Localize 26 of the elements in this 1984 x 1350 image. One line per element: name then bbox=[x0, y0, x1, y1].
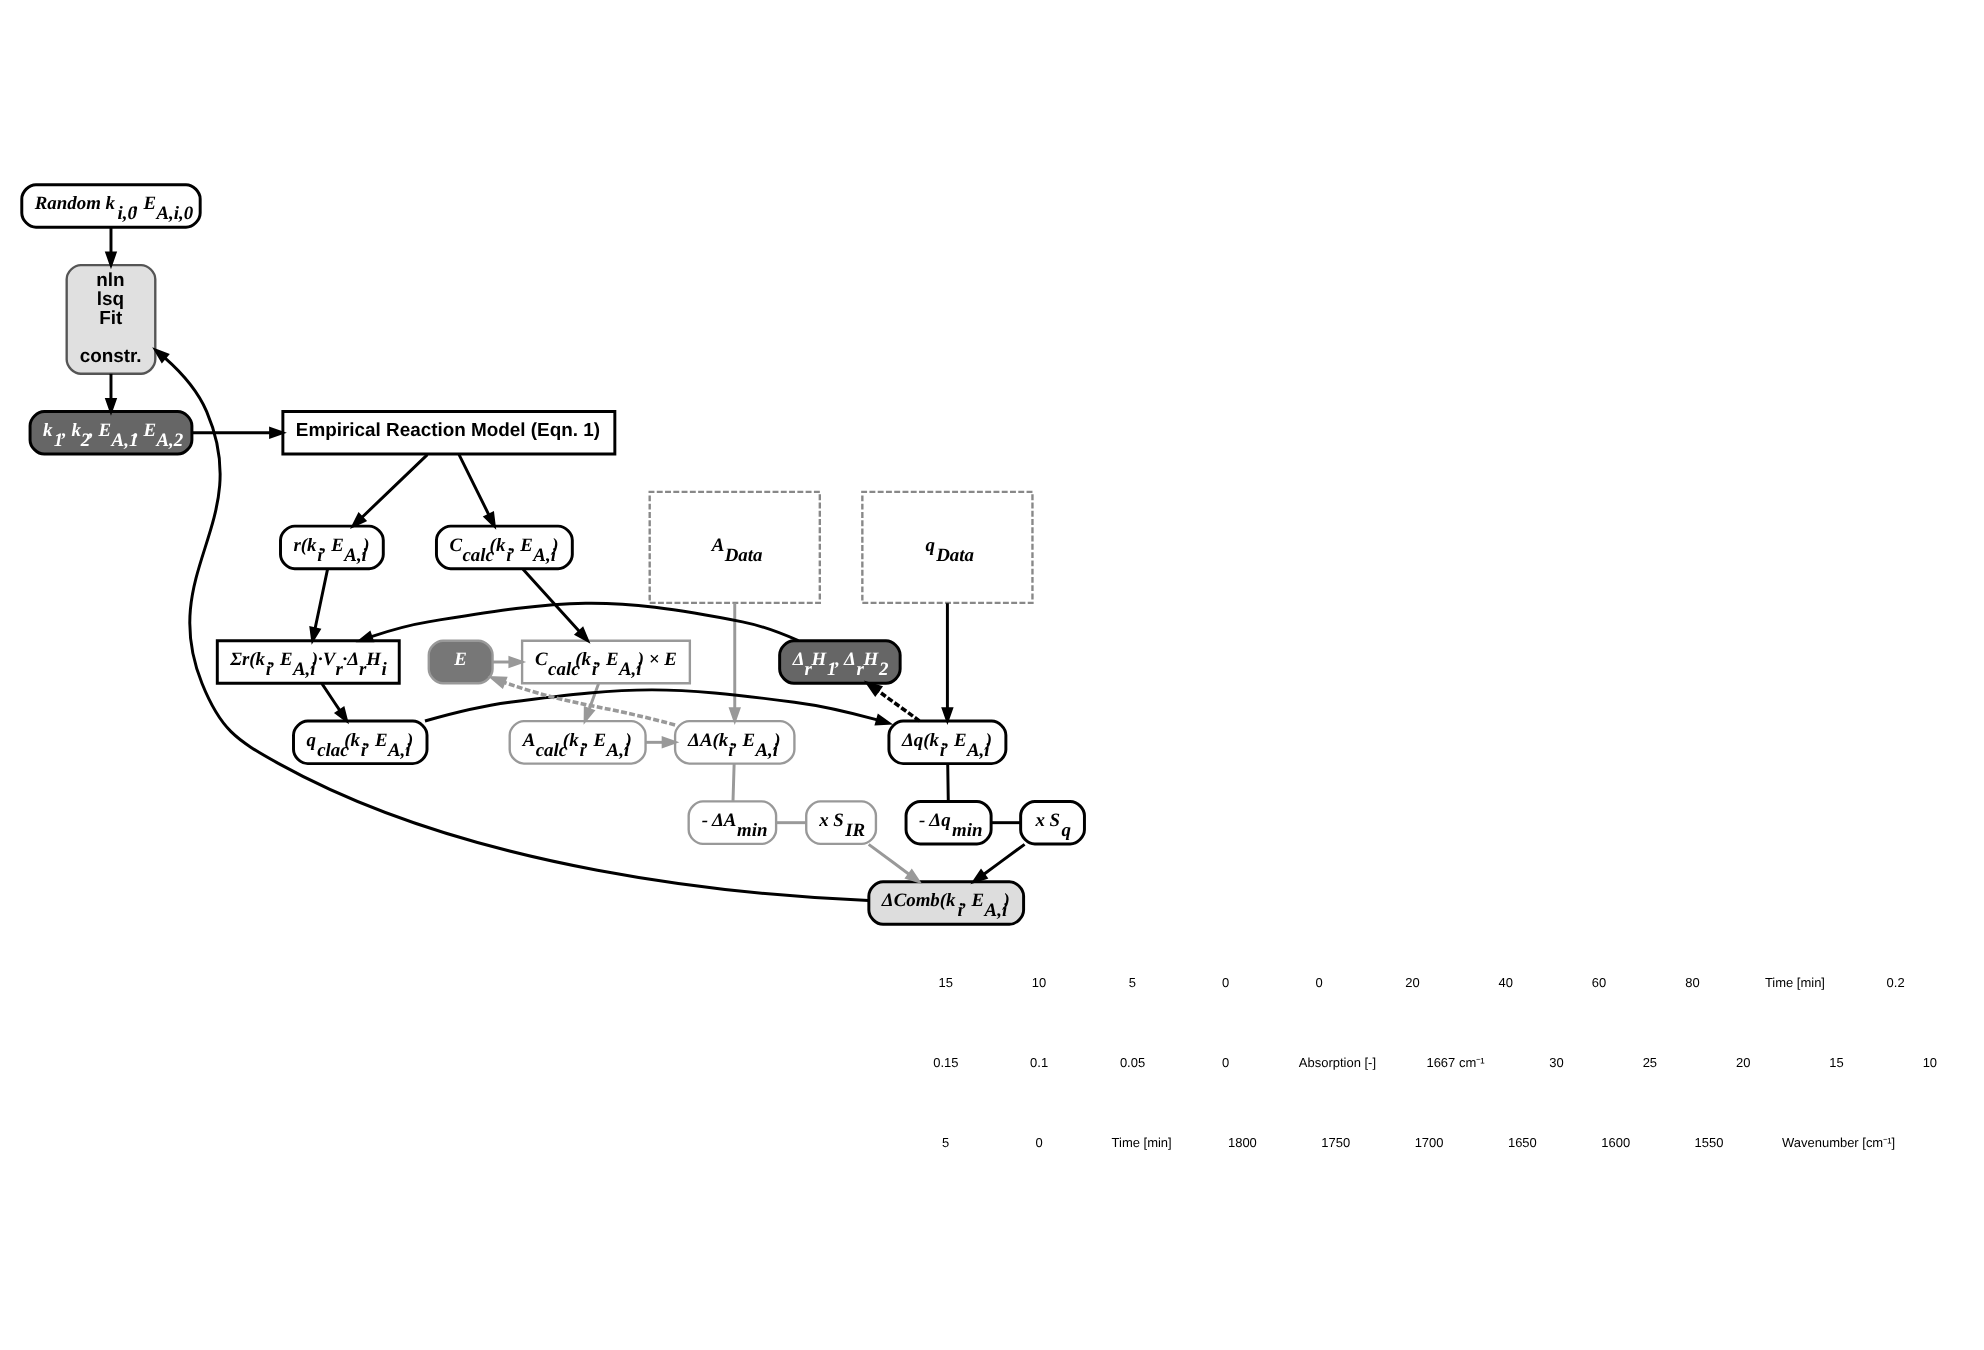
arrow bbox=[867, 843, 923, 885]
connector bbox=[946, 764, 950, 801]
node-box: nln lsq Fit constr. bbox=[65, 263, 157, 375]
arrow bbox=[350, 453, 429, 529]
arrow bbox=[192, 426, 287, 440]
arrow bbox=[487, 676, 676, 727]
arrow bbox=[104, 227, 118, 270]
arrow bbox=[152, 347, 869, 902]
arrow bbox=[583, 683, 600, 725]
arrow bbox=[320, 682, 349, 725]
node-box: E bbox=[427, 639, 494, 685]
arrow bbox=[941, 603, 954, 726]
arrow bbox=[645, 736, 680, 749]
arrow bbox=[970, 843, 1026, 885]
node-box: Empirical Reaction Model (Eqn. 1) bbox=[281, 410, 617, 456]
arrow bbox=[521, 568, 591, 644]
arrow bbox=[863, 680, 921, 723]
connector bbox=[776, 821, 807, 825]
arrow bbox=[424, 688, 894, 726]
arrow bbox=[309, 568, 329, 645]
arrow bbox=[728, 603, 741, 726]
arrow bbox=[457, 453, 497, 530]
connector bbox=[731, 763, 736, 801]
arrow bbox=[355, 601, 799, 643]
connector bbox=[991, 821, 1021, 825]
arrow bbox=[104, 373, 118, 416]
